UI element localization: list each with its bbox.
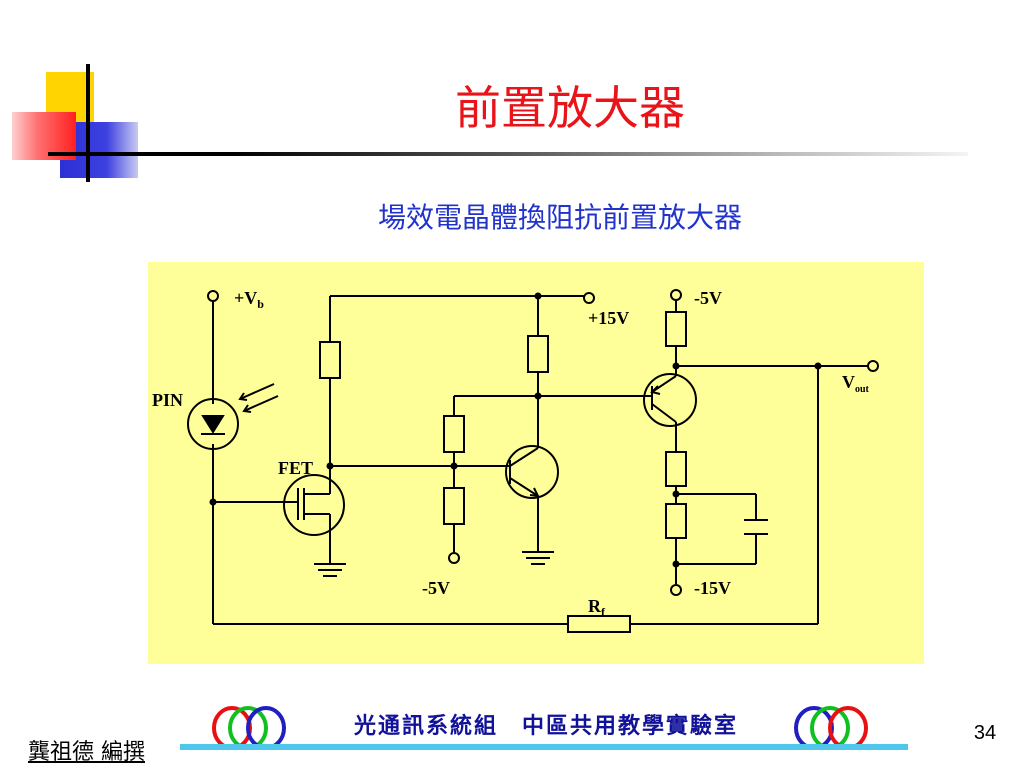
label-minus5-bottom: -5V (422, 578, 450, 598)
circuit-svg: +Vb PIN FET +15V -5V -5V -15V Vout Rf (152, 288, 879, 633)
label-vout: Vout (842, 372, 870, 395)
vb-terminal (207, 290, 219, 302)
bjt1-transistor (505, 445, 559, 499)
footer-lab-name: 光通訊系統組 中區共用教學實驗室 (353, 713, 738, 739)
title-underline (48, 152, 968, 156)
label-plus15: +15V (588, 308, 629, 328)
bjt2-transistor (643, 373, 697, 427)
slide-title: 前置放大器 (455, 81, 685, 135)
minus15-terminal (670, 584, 682, 596)
minus5-top-terminal (670, 289, 682, 301)
fet-transistor (283, 474, 345, 536)
footer-line (180, 744, 908, 750)
label-fet: FET (278, 458, 313, 478)
label-minus15: -15V (694, 578, 731, 598)
slide-subtitle: 場效電晶體換阻抗前置放大器 (377, 201, 742, 234)
minus5-bottom-terminal (448, 552, 460, 564)
plus15-terminal (583, 292, 595, 304)
label-pin: PIN (152, 390, 183, 410)
circuit-diagram: +Vb PIN FET +15V -5V -5V -15V Vout Rf (148, 262, 924, 664)
page-number: 34 (973, 722, 997, 744)
vout-terminal (867, 360, 879, 372)
rf-resistor (567, 615, 631, 633)
decor-vertical-line (86, 64, 90, 182)
label-rf: Rf (588, 596, 606, 619)
label-minus5-top: -5V (694, 288, 722, 308)
pin-photodiode (187, 398, 239, 450)
label-vb: +Vb (234, 288, 264, 311)
author-credit: 龔祖德 編撰 (28, 740, 145, 765)
